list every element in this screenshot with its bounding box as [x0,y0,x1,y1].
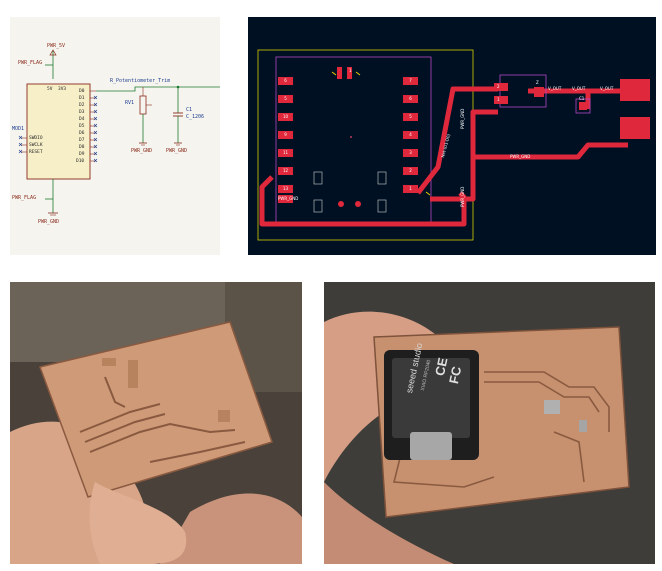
pcb-drawing [257,49,650,241]
rv1-symbol [139,95,147,115]
schematic-panel: PWR_5V PWR_FLAG 5V 3V3 MOD1 D0 D1 D2 D3 … [10,17,220,255]
pot-pad-1-label: 1 [497,97,500,102]
assembled-board-photo: seeed studio XIAO RP2040 CE FC [324,282,655,564]
pcb-pad-right-4: 4 [403,131,418,139]
net-gnd-label-1: PWR_GND [510,154,531,159]
milled-board [39,321,273,498]
rv1-gnd-label: PWR_GND [131,148,153,154]
mcu-pin-d3: D3 [79,110,85,115]
pcb-pad-right-7: 1 [403,185,418,193]
rv1-value: R_Potentiometer_Trim [110,78,171,84]
pcb-pad-right-3: 5 [403,113,418,121]
mcu-pin-d1: D1 [79,96,85,101]
mcu-pin-d5: D5 [79,124,85,129]
net-gnd-label-2: PWR_GND [460,108,465,129]
mcu-pin-d10: D10 [76,159,85,164]
c1-ref: C1 [186,107,193,113]
pcb-pad-left-6: 12 [278,167,293,175]
mcu-pin-d7: D7 [79,138,85,143]
silk-ref-label: 1 [349,68,352,73]
assembled-board-illustration [324,282,655,564]
net-vout-label-3: V_OUT [600,86,614,91]
pwr-5v-label: PWR_5V [47,43,66,49]
mcu-symbol-body [26,83,91,180]
net-vout-label-1: V_OUT [548,86,562,91]
mcu-pin-3v3: 3V3 [58,87,67,92]
pot-pad-1 [494,96,508,104]
mcu-ref: MOD1 [12,126,25,132]
mcu-pin-d0: D0 [79,89,85,94]
mcu-pin-swclk: SWCLK [29,143,43,148]
pwr-flag-top-label: PWR_FLAG [18,60,43,66]
milled-board-photo [10,282,302,564]
trace-gnd-connector [473,142,628,160]
mcu-pin-d8: D8 [79,145,85,150]
pwr-gnd-bottom-label: PWR_GND [38,219,60,225]
pcb-pad-left-3: 10 [278,113,293,121]
milled-board-illustration [10,282,302,564]
pcb-pad-left-1: 6 [278,77,293,85]
pwr-flag-bottom-label: PWR_FLAG [12,195,37,201]
usb-c-connector [410,432,452,460]
mcu-pin-d9: D9 [79,152,85,157]
pcb-pad-left-8: PWR_GND [278,195,299,203]
mcu-pin-d4: D4 [79,117,85,122]
mcu-pin-d6: D6 [79,131,85,136]
pcb-layout-panel: 6 5 10 9 11 12 13 PWR_GND 7 6 5 4 3 2 1 … [248,17,656,255]
pcb-pad-right-1: 7 [403,77,418,85]
connector-pad-gnd [620,117,650,139]
c1-pad [579,102,587,110]
mcu-pin-d2: D2 [79,103,85,108]
pot-pad-2 [494,83,508,91]
smd-capacitor [579,420,587,432]
pcb-pad-right-5: 3 [403,149,418,157]
pcb-pad-left-2: 5 [278,95,293,103]
mcu-pin-reset: RESET [29,150,43,155]
pot-pad-wiper [534,87,544,97]
net-vout-label-2: V_OUT [572,86,586,91]
mcu-pin-5v: 5V [47,87,53,92]
trimmer-pot [544,400,560,414]
pot-pad-2-label: 2 [497,84,500,89]
net-gnd-label-3: PWR_GND [460,186,465,207]
connector-pad-vout [620,79,650,101]
pcb-pad-right-6: 2 [403,167,418,175]
pcb-pad-right-2: 6 [403,95,418,103]
trace-gnd-loop [259,175,467,227]
c1-ref-label: C1 [579,96,585,101]
pcb-pad-left-5: 11 [278,149,293,157]
c1-gnd-label: PWR_GND [166,148,188,154]
schematic-drawing [18,49,220,216]
mcu-pin-swdio: SWDIO [29,136,43,141]
trace-d0 [416,86,498,195]
c1-courtyard [575,98,591,114]
pot-ref-label: Z [536,80,539,85]
pcb-pad-left-7: 13 [278,185,293,193]
pcb-pad-left-4: 9 [278,131,293,139]
c1-value: C_1206 [186,114,205,120]
rv1-ref: RV1 [125,100,135,106]
